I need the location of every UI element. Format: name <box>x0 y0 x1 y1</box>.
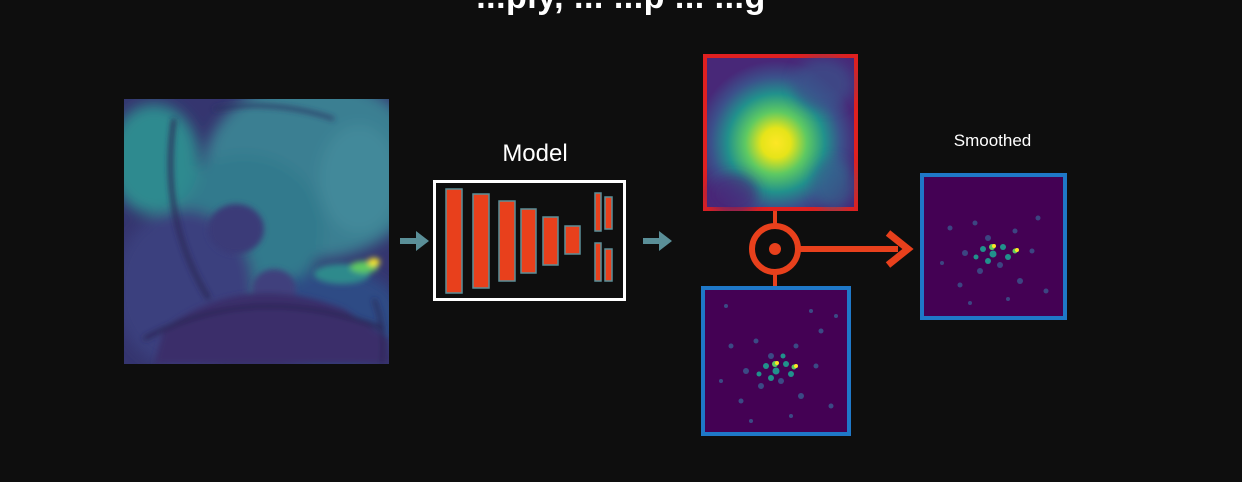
combine-operator <box>740 211 920 291</box>
head-layer-1 <box>594 192 602 232</box>
heatmap-output-sparse <box>701 286 851 436</box>
encoder-layer-6 <box>564 225 581 255</box>
title-fragment: ...ply, ... ...p ... ...g <box>0 0 1242 22</box>
encoder-layer-5 <box>542 216 559 266</box>
model-label: Model <box>502 140 568 167</box>
head-layer-3 <box>594 242 602 282</box>
head-layer-4 <box>604 248 613 282</box>
heatmap-output-red <box>703 54 858 211</box>
encoder-layer-2 <box>472 193 490 289</box>
arrow-right-icon <box>641 228 675 254</box>
encoder-layer-4 <box>520 208 537 274</box>
input-mri-image <box>124 99 389 364</box>
smoothed-label: Smoothed <box>953 131 1032 150</box>
encoder-layer-3 <box>498 200 516 282</box>
heatmap-smoothed <box>920 173 1067 320</box>
head-layer-2 <box>604 196 613 230</box>
arrow-right-icon <box>398 228 432 254</box>
encoder-layer-1 <box>445 188 463 294</box>
model-network-diagram <box>433 180 626 301</box>
